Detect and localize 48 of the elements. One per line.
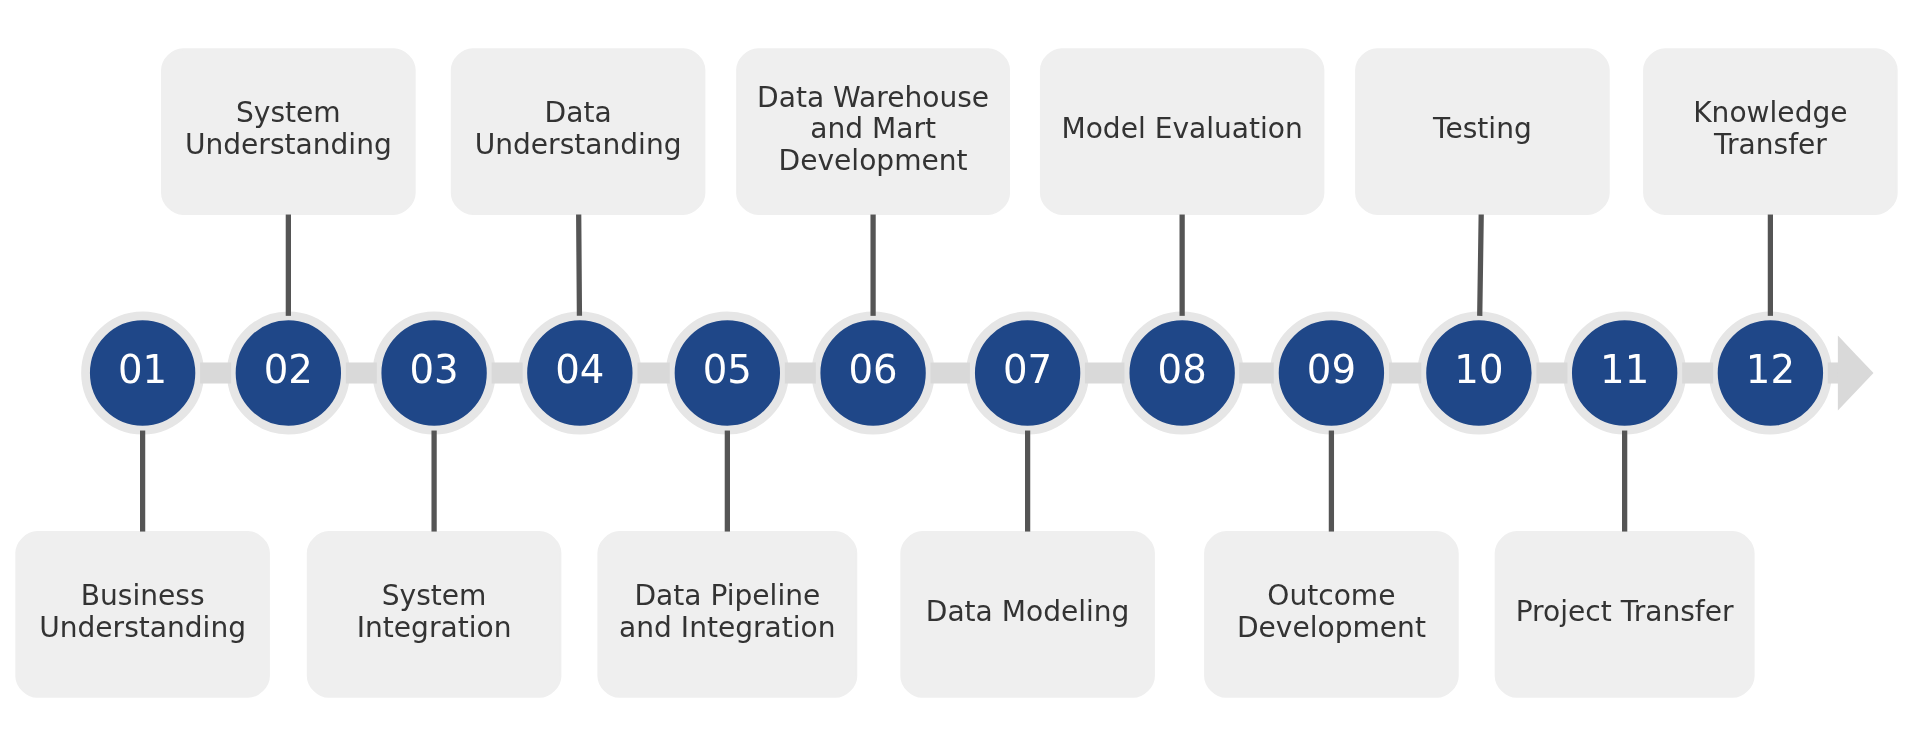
connector [1239, 362, 1274, 384]
connector [1084, 362, 1125, 384]
connector [1682, 362, 1714, 384]
node-circle: 05 [665, 311, 789, 435]
node-box: Business Understanding [15, 531, 270, 698]
connector [345, 362, 377, 384]
connector [431, 430, 437, 532]
connector [139, 430, 146, 532]
node-box: System Understanding [161, 48, 416, 215]
node-box: Outcome Development [1204, 531, 1459, 698]
node-circle: 08 [1120, 311, 1244, 435]
node-box: Data Warehouse and Mart Development [736, 48, 1011, 215]
connector [637, 362, 670, 384]
connector [576, 214, 583, 316]
node-box: Knowledge Transfer [1643, 48, 1898, 215]
node-box: Data Understanding [450, 48, 706, 215]
connector [1389, 362, 1422, 384]
connector [784, 362, 816, 384]
connector [285, 214, 291, 316]
node-circle: 09 [1269, 311, 1393, 435]
connector [1536, 362, 1568, 384]
node-circle: 04 [518, 311, 642, 435]
node-circle: 12 [1708, 311, 1832, 435]
connector [930, 362, 970, 384]
connector [1328, 430, 1335, 532]
connector [1025, 430, 1031, 532]
node-circle: 11 [1563, 311, 1687, 435]
node-box: Data Pipeline and Integration [597, 531, 858, 698]
connector [1767, 214, 1774, 316]
connector [1622, 430, 1628, 532]
node-box: Project Transfer [1494, 531, 1755, 698]
node-circle: 01 [81, 311, 205, 435]
connector [200, 362, 232, 384]
arrow [1827, 335, 1874, 411]
node-box: Data Modeling [900, 531, 1155, 698]
node-circle: 06 [811, 311, 935, 435]
connector [870, 214, 876, 316]
connector [491, 362, 523, 384]
node-circle: 02 [226, 311, 350, 435]
connector [1179, 214, 1185, 316]
node-box: System Integration [306, 531, 562, 698]
node-box: Model Evaluation [1039, 48, 1325, 215]
node-circle: 07 [966, 311, 1090, 435]
node-circle: 10 [1417, 311, 1541, 435]
node-box: Testing [1355, 48, 1610, 215]
node-circle: 03 [372, 311, 496, 435]
connector [1477, 214, 1484, 316]
connector [724, 430, 730, 532]
